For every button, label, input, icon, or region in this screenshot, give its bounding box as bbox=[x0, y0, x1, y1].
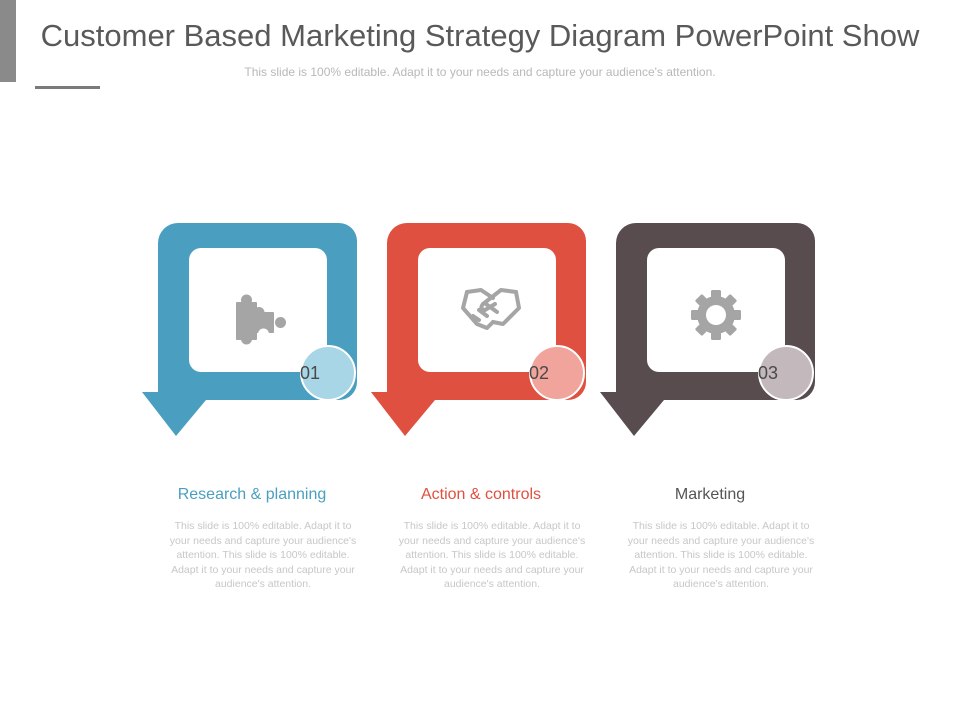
step-2: 02 Action & controls This slide is 100% … bbox=[371, 220, 591, 620]
step-3-label: Marketing bbox=[674, 486, 746, 503]
step-3-description: This slide is 100% editable. Adapt it to… bbox=[627, 520, 815, 590]
step-2-label: Action & controls bbox=[420, 486, 542, 503]
step-3-number: 03 bbox=[757, 363, 779, 383]
page-title: Customer Based Marketing Strategy Diagra… bbox=[40, 18, 920, 53]
step-1: 01 Research & planning This slide is 100… bbox=[142, 220, 362, 620]
step-2-callout-shape bbox=[371, 223, 586, 436]
accent-bar bbox=[0, 0, 16, 82]
step-1-description: This slide is 100% editable. Adapt it to… bbox=[169, 520, 357, 590]
step-2-description: This slide is 100% editable. Adapt it to… bbox=[398, 520, 586, 590]
step-1-label: Research & planning bbox=[177, 486, 327, 503]
step-1-number: 01 bbox=[299, 363, 321, 383]
step-3: 03 Marketing This slide is 100% editable… bbox=[600, 220, 820, 620]
title-underline bbox=[35, 86, 100, 89]
page-subtitle: This slide is 100% editable. Adapt it to… bbox=[244, 65, 716, 79]
step-2-number: 02 bbox=[528, 363, 550, 383]
step-3-callout-shape bbox=[600, 223, 815, 436]
step-1-callout-shape bbox=[142, 223, 357, 436]
